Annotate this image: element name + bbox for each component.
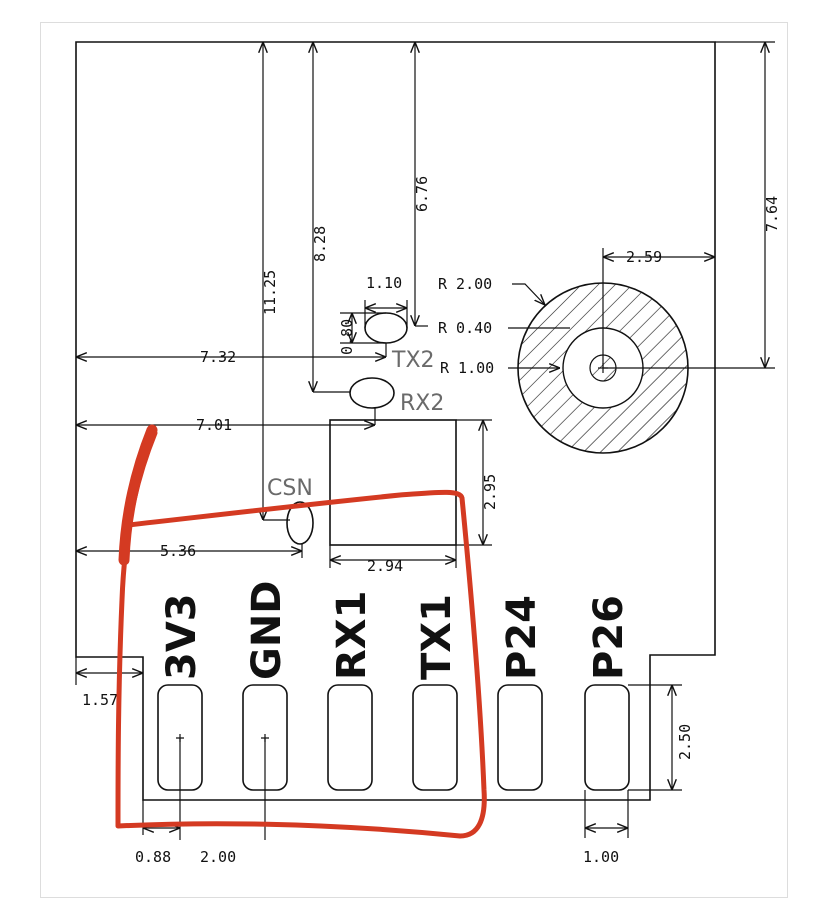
dim-7-01: 7.01: [196, 416, 232, 434]
pin-label-tx1: TX1: [414, 594, 460, 680]
pin-label-rx1: RX1: [329, 591, 375, 680]
dim-1-00: 1.00: [583, 848, 619, 866]
dim-7-64: 7.64: [763, 196, 781, 232]
dim-11-25: 11.25: [261, 270, 279, 315]
board-outline: [75, 41, 716, 801]
rx2-pad: [349, 377, 395, 409]
dim-2-59: 2.59: [626, 248, 662, 266]
dim-0-80: 0.80: [338, 319, 356, 355]
dim-1-10: 1.10: [366, 274, 402, 292]
dim-8-28: 8.28: [311, 226, 329, 262]
dim-2-00: 2.00: [200, 848, 236, 866]
pin-label-3v3: 3V3: [159, 593, 205, 680]
chip-outline: [329, 419, 457, 546]
pin-label-gnd: GND: [244, 580, 290, 680]
csn-label: CSN: [267, 476, 313, 501]
tx2-label: TX2: [391, 348, 435, 373]
csn-pad: [286, 501, 314, 545]
pin-label-p24: P24: [499, 595, 545, 680]
radius-0-40: R 0.40: [438, 319, 492, 337]
dim-5-36: 5.36: [160, 542, 196, 560]
red-annotation-outline: [115, 430, 487, 839]
image-frame: [40, 22, 788, 898]
dim-2-94: 2.94: [367, 557, 403, 575]
dim-7-32: 7.32: [200, 348, 236, 366]
dim-6-76: 6.76: [413, 176, 431, 212]
radius-1-00: R 1.00: [440, 359, 494, 377]
dim-1-57: 1.57: [82, 691, 118, 709]
radius-2-00: R 2.00: [438, 275, 492, 293]
rx2-label: RX2: [400, 391, 444, 416]
pin-label-p26: P26: [586, 595, 632, 680]
dim-2-95: 2.95: [481, 474, 499, 510]
tx2-pad: [364, 312, 408, 344]
pin-pads: [157, 684, 630, 791]
dim-2-50: 2.50: [676, 724, 694, 760]
dim-0-88: 0.88: [135, 848, 171, 866]
